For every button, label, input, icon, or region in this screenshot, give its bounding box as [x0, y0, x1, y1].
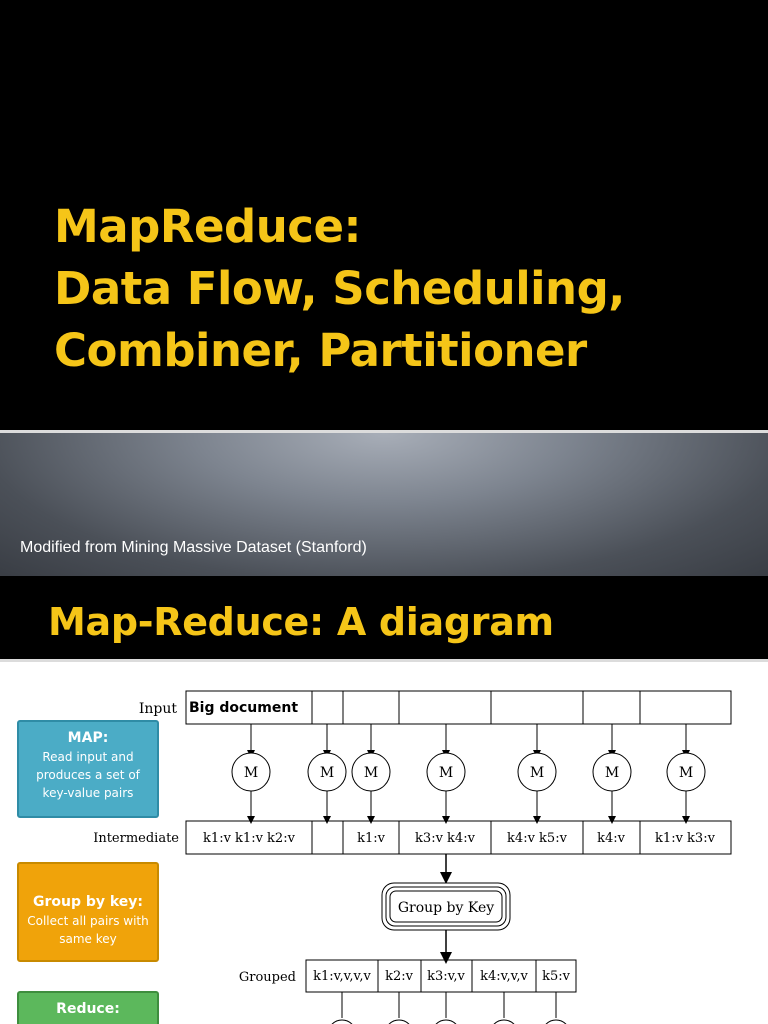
grouped-cell: k4:v,v,v: [480, 969, 528, 984]
mapper-label: M: [320, 765, 334, 781]
divider: [0, 430, 768, 433]
title-line-1: MapReduce:: [54, 200, 361, 253]
grouped-cells: k1:v,v,v,v k2:v k3:v,v k4:v,v,v k5:v: [313, 969, 570, 984]
reducer-node: [435, 1019, 457, 1024]
intermediate-cell: k1:v k1:v k2:v: [203, 831, 296, 846]
mapper-node: [666, 752, 706, 792]
reducer-node: [331, 1019, 353, 1024]
reducer-node: [493, 1019, 515, 1024]
mapper-label: M: [605, 765, 619, 781]
intermediate-cell: k1:v k3:v: [655, 831, 716, 846]
map-box: MAP: Read input and produces a set of ke…: [17, 720, 159, 818]
mapper-label: M: [679, 765, 693, 781]
mapper-label: M: [244, 765, 258, 781]
grouped-cell: k2:v: [385, 969, 414, 984]
mapreduce-diagram: Input Big document: [93, 690, 732, 1024]
group-by-key-node: [381, 882, 511, 931]
mapper-labels: M M M M M M M: [244, 765, 693, 781]
reduce-box: Reduce:: [17, 991, 159, 1024]
group-description: Collect all pairs with same key: [27, 914, 149, 946]
slide-title: MapReduce: Data Flow, Scheduling, Combin…: [54, 196, 625, 382]
intermediate-cell: k4:v k5:v: [507, 831, 568, 846]
intermediate-cells: k1:v k1:v k2:v k1:v k3:v k4:v k4:v k5:v …: [203, 831, 716, 846]
group-heading: Group by key:: [32, 894, 144, 910]
mapper-node: [307, 752, 347, 792]
mapper-label: M: [530, 765, 544, 781]
diagram-slide-title: Map-Reduce: A diagram: [48, 600, 554, 644]
input-cell-big-document: Big document: [189, 700, 298, 716]
intermediate-cell: k1:v: [357, 831, 386, 846]
reduce-arrows: [331, 992, 567, 1024]
grouped-cell: k1:v,v,v,v: [313, 969, 371, 984]
mapper-label: M: [439, 765, 453, 781]
mapper-node: [517, 752, 557, 792]
group-by-key-label: Group by Key: [398, 900, 494, 916]
input-label: Input: [139, 701, 178, 717]
intermediate-label: Intermediate: [93, 831, 179, 846]
slide-subtitle: Modified from Mining Massive Dataset (St…: [20, 539, 367, 556]
diagram-area: MAP: Read input and produces a set of ke…: [0, 662, 768, 1024]
mapper-node: [231, 752, 271, 792]
mapper-node: [351, 752, 391, 792]
group-box: Group by key: Collect all pairs with sam…: [17, 862, 159, 962]
intermediate-cell: k3:v k4:v: [415, 831, 476, 846]
title-slide: MapReduce: Data Flow, Scheduling, Combin…: [0, 0, 768, 430]
title-line-2: Data Flow, Scheduling,: [54, 262, 625, 315]
mapper-node: [426, 752, 466, 792]
map-arrows: [247, 724, 690, 824]
map-heading: MAP:: [67, 730, 109, 746]
title-line-3: Combiner, Partitioner: [54, 324, 587, 377]
intermediate-row: [185, 820, 732, 855]
mapper-label: M: [364, 765, 378, 781]
grouped-cell: k3:v,v: [427, 969, 465, 984]
reducer-node: [388, 1019, 410, 1024]
grouped-label: Grouped: [239, 970, 296, 985]
map-description: Read input and produces a set of key-val…: [36, 750, 140, 800]
grouped-cell: k5:v: [542, 969, 571, 984]
mapper-node: [592, 752, 632, 792]
intermediate-cell: k4:v: [597, 831, 626, 846]
divider: [0, 659, 768, 662]
subtitle-band: [0, 433, 768, 576]
mappers: [231, 752, 706, 792]
reducer-node: [545, 1019, 567, 1024]
reduce-heading: Reduce:: [56, 1001, 120, 1017]
